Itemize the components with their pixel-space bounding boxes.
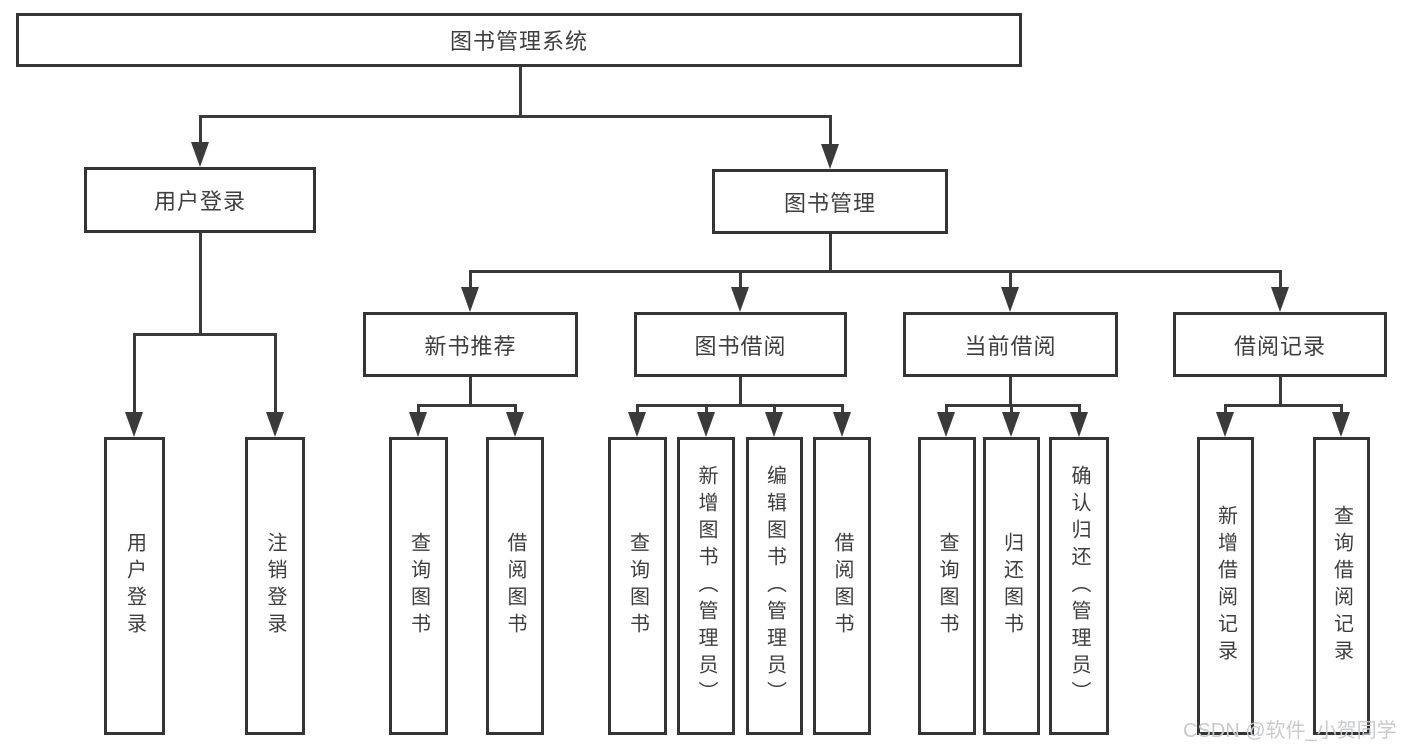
node-leaf-bb-query: 查询图书 (608, 437, 667, 735)
node-leaf-bb-edit: 编辑图书（管理员） (746, 437, 803, 735)
node-label: 归还图书 (1000, 532, 1023, 640)
arrowhead-down (1332, 412, 1350, 437)
connector-line (199, 116, 202, 144)
node-label: 用户登录 (153, 189, 246, 214)
connector-line (417, 405, 420, 414)
node-label: 图书管理系统 (449, 29, 588, 54)
connector-line (514, 405, 517, 414)
connector-line (841, 405, 844, 414)
arrowhead-down (697, 412, 715, 437)
arrowhead-down (1070, 412, 1088, 437)
connector-line (519, 67, 522, 118)
connector-line (274, 334, 277, 414)
arrowhead-down (266, 412, 284, 437)
node-label: 借阅记录 (1233, 333, 1326, 359)
connector-line (829, 234, 832, 273)
connector-line (829, 116, 832, 146)
arrowhead-down (1216, 412, 1234, 437)
connector-line (133, 334, 136, 414)
node-leaf-cb-query: 查询图书 (918, 437, 976, 735)
node-leaf-nb-query: 查询图书 (389, 437, 448, 735)
connector-line (417, 404, 517, 407)
arrowhead-down (506, 412, 524, 437)
node-leaf-bb-add: 新增图书（管理员） (677, 437, 735, 735)
node-label: 查询借阅记录 (1330, 505, 1353, 667)
connector-line (1279, 377, 1282, 407)
node-leaf-user-login: 用户登录 (104, 437, 165, 735)
connector-line (1279, 271, 1282, 289)
arrowhead-down (821, 144, 839, 169)
watermark: CSDN @软件_小贺同学 (1183, 720, 1397, 742)
node-current-borrow: 当前借阅 (903, 312, 1118, 377)
node-borrow-records: 借阅记录 (1173, 312, 1387, 377)
arrowhead-down (731, 287, 749, 312)
arrowhead-down (409, 412, 427, 437)
connector-line (636, 404, 844, 407)
node-label: 查询图书 (626, 532, 649, 640)
node-label: 注销登录 (264, 532, 286, 640)
node-root: 图书管理系统 (16, 13, 1022, 67)
connector-line (945, 404, 1081, 407)
connector-line (945, 405, 948, 414)
connector-line (133, 333, 277, 336)
connector-line (739, 271, 742, 289)
node-leaf-nb-borrow: 借阅图书 (486, 437, 544, 735)
connector-line (1010, 405, 1013, 414)
arrowhead-down (1002, 412, 1020, 437)
node-user-login: 用户登录 (84, 167, 316, 233)
node-label: 当前借阅 (964, 333, 1057, 359)
node-leaf-bb-borrow: 借阅图书 (813, 437, 871, 735)
node-leaf-cb-return: 归还图书 (983, 437, 1040, 735)
connector-line (1224, 404, 1343, 407)
node-book-management: 图书管理 (712, 169, 948, 234)
connector-line (199, 233, 202, 336)
node-label: 图书借阅 (694, 333, 787, 359)
connector-line (739, 377, 742, 407)
connector-line (1009, 271, 1012, 289)
node-leaf-br-add: 新增借阅记录 (1197, 437, 1254, 735)
connector-line (773, 405, 776, 414)
arrowhead-down (628, 412, 646, 437)
node-label: 图书管理 (783, 190, 876, 216)
arrowhead-down (125, 412, 143, 437)
node-label: 新增图书（管理员） (695, 464, 717, 708)
node-leaf-br-query: 查询借阅记录 (1313, 437, 1370, 735)
node-leaf-cb-confirm: 确认归还（管理员） (1049, 437, 1109, 735)
node-book-borrow: 图书借阅 (634, 312, 847, 377)
connector-line (199, 115, 832, 118)
node-label: 借阅图书 (504, 532, 526, 640)
arrowhead-down (937, 412, 955, 437)
node-label: 编辑图书（管理员） (763, 464, 786, 708)
connector-line (469, 271, 472, 289)
node-new-book-recommend: 新书推荐 (363, 312, 578, 377)
arrowhead-down (461, 287, 479, 312)
connector-line (1078, 405, 1081, 414)
connector-line (636, 405, 639, 414)
node-label: 确认归还（管理员） (1068, 464, 1090, 708)
connector-line (705, 405, 708, 414)
connector-line (469, 270, 1282, 273)
connector-line (1340, 405, 1343, 414)
arrowhead-down (833, 412, 851, 437)
node-label: 查询图书 (936, 532, 958, 640)
arrowhead-down (1001, 287, 1019, 312)
node-label: 查询图书 (407, 532, 430, 640)
node-leaf-logout: 注销登录 (245, 437, 305, 735)
node-label: 用户登录 (123, 532, 146, 640)
connector-line (469, 377, 472, 407)
connector-line (1224, 405, 1227, 414)
node-label: 新增借阅记录 (1214, 505, 1237, 667)
connector-line (1009, 377, 1012, 407)
node-label: 新书推荐 (424, 333, 517, 359)
arrowhead-down (1271, 287, 1289, 312)
arrowhead-down (191, 142, 209, 167)
arrowhead-down (765, 412, 783, 437)
node-label: 借阅图书 (831, 532, 853, 640)
